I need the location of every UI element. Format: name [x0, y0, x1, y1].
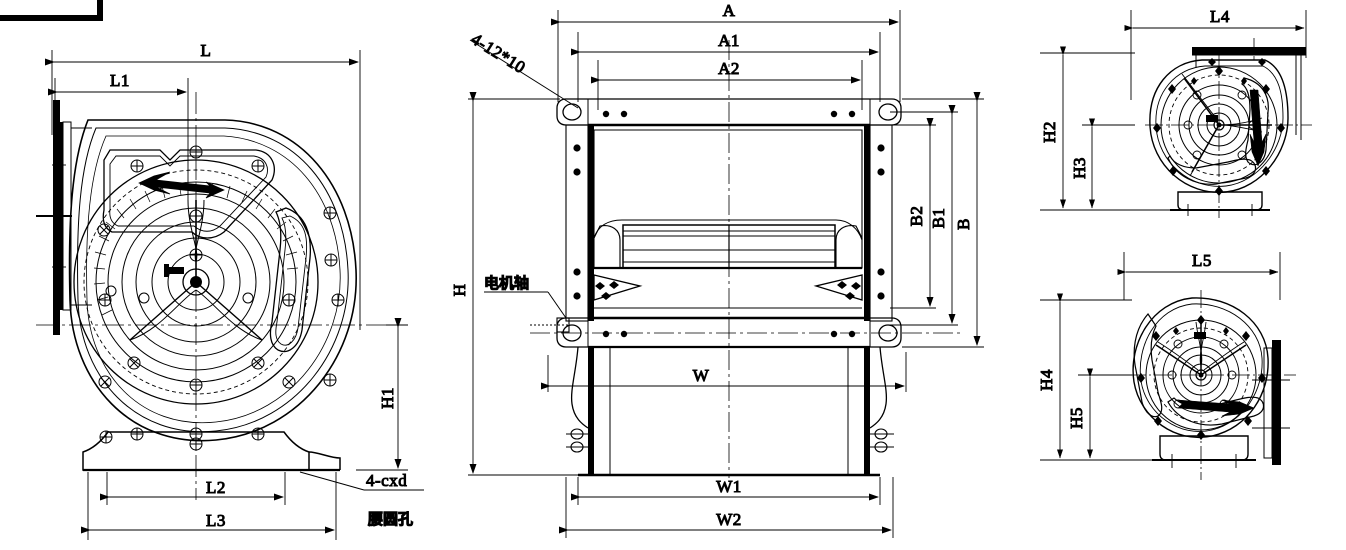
- dimension-L1: L1: [48, 71, 189, 200]
- dimension-label-L2: L2: [206, 478, 226, 497]
- dimension-label-L1: L1: [110, 71, 130, 90]
- dimension-H1: H1: [356, 318, 408, 471]
- dimension-label-W2: W2: [716, 510, 742, 529]
- inlet-cone-gussets: [593, 274, 863, 309]
- note-label-motor-shaft: 电机轴: [484, 274, 529, 292]
- right-top-arrow-icon: [1249, 89, 1267, 167]
- vibration-isolators: [566, 428, 894, 453]
- support-legs: [566, 346, 894, 477]
- shaft-key: [164, 264, 184, 277]
- dimension-label-H: H: [450, 284, 469, 297]
- inlet-flange: [36, 100, 92, 335]
- dimension-L3: L3: [81, 472, 337, 540]
- dimension-label-A2: A2: [718, 59, 740, 78]
- note-label-4-12x10: 4-12*10: [468, 29, 529, 77]
- note-label-slot-hole: 腰圆孔: [367, 510, 413, 528]
- dimension-L5: L5: [1117, 251, 1281, 300]
- dimension-label-H1: H1: [378, 387, 397, 409]
- dimension-W1: W1: [571, 477, 881, 505]
- dimension-label-L3: L3: [206, 511, 226, 530]
- dimension-W2: W2: [559, 477, 894, 538]
- dimension-B1: B1: [890, 105, 958, 326]
- dimension-A2: A2: [591, 59, 863, 110]
- dimension-H5: H5: [1067, 368, 1132, 461]
- dimension-label-H3: H3: [1070, 157, 1089, 179]
- note-label-4cxd: 4-cxd: [366, 471, 407, 490]
- dimension-label-H5: H5: [1067, 407, 1086, 429]
- right-top-bolts: [1153, 66, 1285, 196]
- dimension-A: A: [551, 1, 901, 102]
- dimension-B: B: [902, 92, 984, 348]
- dimension-label-W1: W1: [716, 477, 742, 496]
- motor-shaft-note: 电机轴: [484, 274, 570, 333]
- right-bottom-arrow-icon: [1177, 399, 1255, 417]
- access-slots: [102, 149, 312, 353]
- right-top-housing: [1145, 55, 1312, 218]
- dimension-label-H2: H2: [1040, 121, 1059, 143]
- left-view: L L1: [36, 41, 424, 540]
- dimension-H4: H4: [1037, 293, 1158, 461]
- dimension-H2: H2: [1040, 46, 1175, 211]
- impeller-cavity: [593, 129, 863, 270]
- dimension-label-W: W: [693, 366, 710, 385]
- dimension-label-B: B: [954, 218, 973, 230]
- dimension-label-L4: L4: [1210, 7, 1230, 26]
- dimension-L4: L4: [1124, 7, 1307, 100]
- dimension-H3: H3: [1070, 118, 1135, 211]
- casing-side-plates: [565, 124, 893, 322]
- slot-hole-note: 4-cxd 腰圆孔: [299, 471, 424, 529]
- right-top-view: L4: [1040, 7, 1312, 218]
- dimension-W: W: [541, 352, 907, 392]
- dimension-label-H4: H4: [1037, 369, 1056, 391]
- rotation-arrow-icon: [138, 171, 225, 199]
- dimension-label-L5: L5: [1192, 251, 1212, 270]
- dimension-label-B1: B1: [929, 208, 948, 229]
- dimension-label-B2: B2: [907, 206, 926, 227]
- base-foot: [82, 431, 341, 472]
- dimension-H: H: [450, 92, 584, 476]
- right-bottom-outlet-flange: [1252, 340, 1290, 465]
- dimension-label-A: A: [723, 1, 736, 20]
- right-bottom-view: L5: [1037, 251, 1296, 480]
- bolt-markers: [97, 145, 345, 451]
- center-view: A A1 A2: [450, 1, 984, 538]
- dimension-label-L: L: [201, 41, 212, 60]
- right-bottom-housing: [1128, 290, 1296, 480]
- scroll-housing-outline: [68, 119, 357, 442]
- dimension-L2: L2: [100, 472, 286, 505]
- frame-corner: [0, 0, 103, 21]
- dimension-B2: B2: [890, 118, 936, 309]
- mount-slot-note: 4-12*10: [467, 29, 579, 109]
